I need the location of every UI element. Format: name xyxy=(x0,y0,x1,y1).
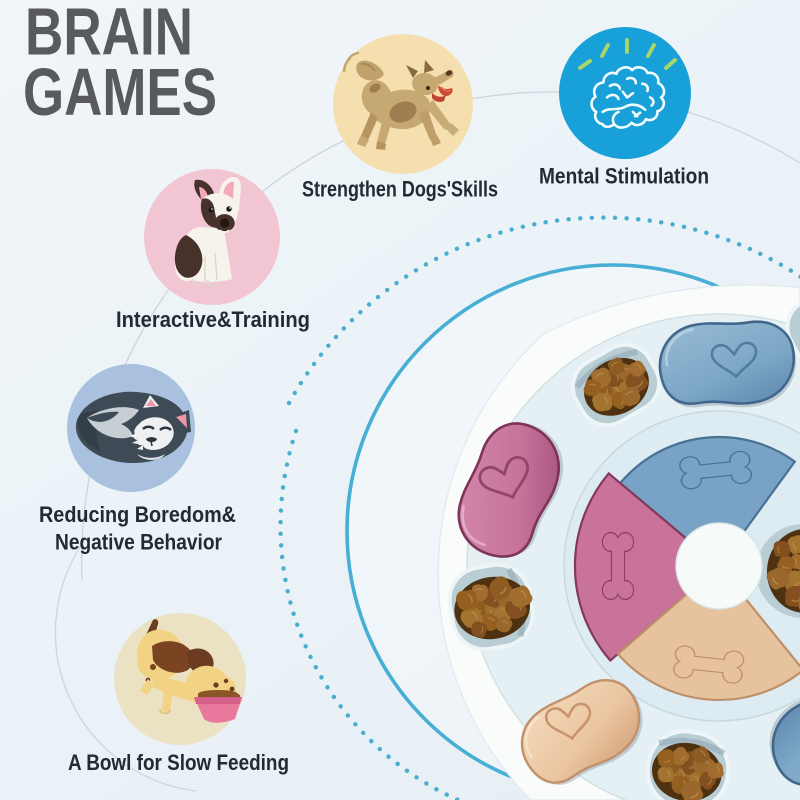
svg-text:Reducing Boredom&: Reducing Boredom& xyxy=(39,502,236,527)
svg-text:Mental Stimulation: Mental Stimulation xyxy=(539,163,709,188)
svg-text:Negative Behavior: Negative Behavior xyxy=(55,530,222,555)
svg-text:A Bowl for Slow Feeding: A Bowl for Slow Feeding xyxy=(68,750,289,775)
svg-text:GAMES: GAMES xyxy=(23,55,217,130)
svg-text:Interactive&Training: Interactive&Training xyxy=(116,307,310,332)
svg-text:BRAIN: BRAIN xyxy=(25,0,193,70)
svg-text:Strengthen Dogs'Skills: Strengthen Dogs'Skills xyxy=(302,177,498,202)
